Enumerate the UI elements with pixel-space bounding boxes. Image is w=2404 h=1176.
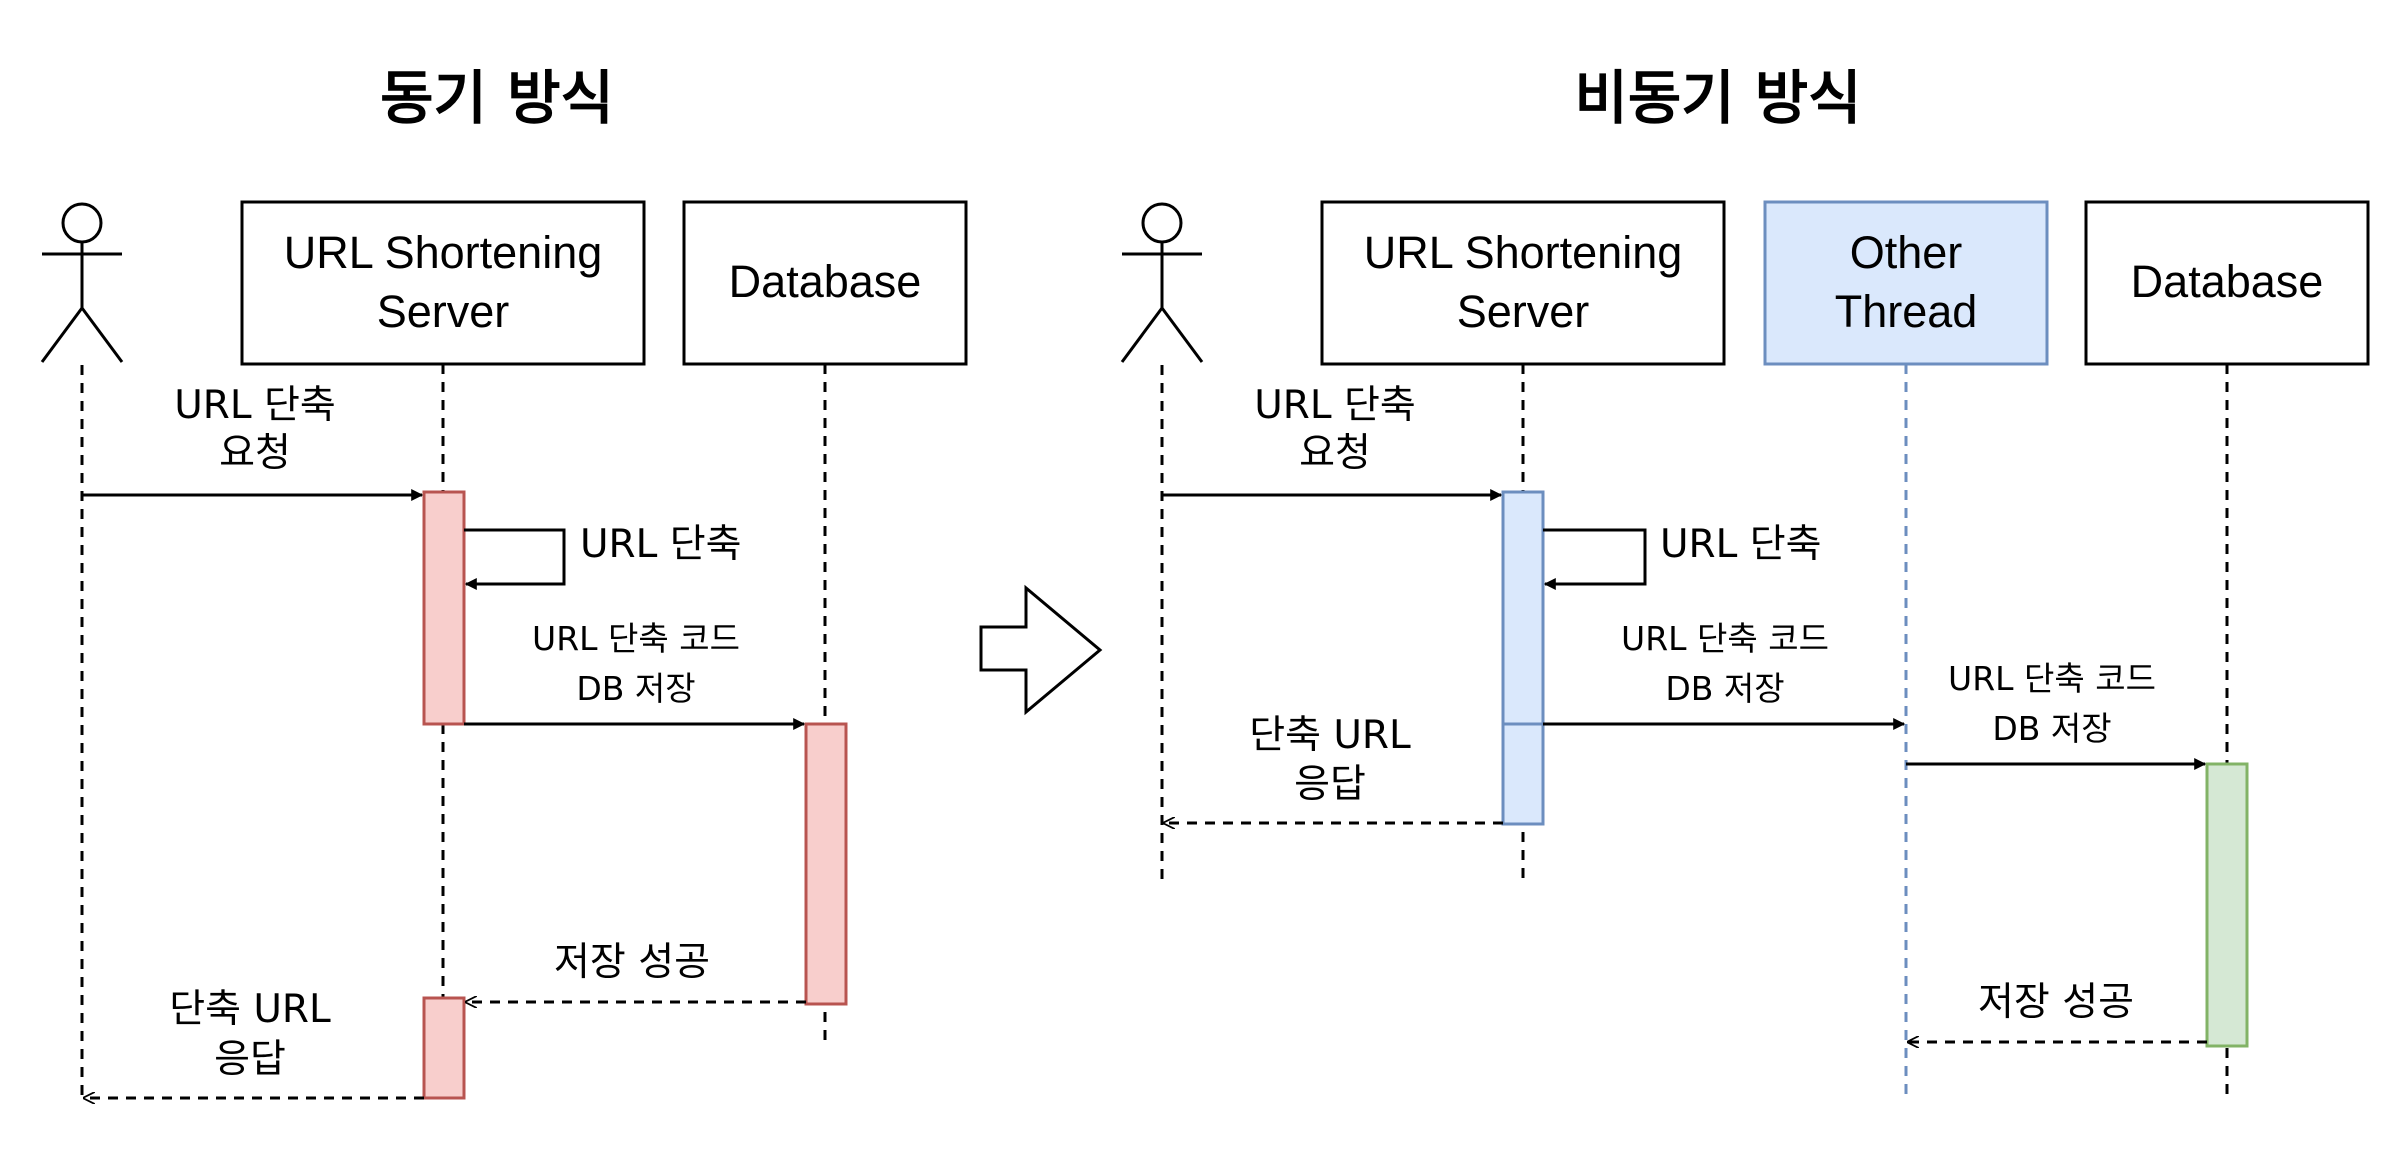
async-db-save-to-thread-label-2: DB 저장	[1665, 669, 1784, 708]
async-save-success-label: 저장 성공	[1978, 980, 2134, 1025]
async-request-label-1: URL 단축	[1254, 383, 1416, 428]
sync-self-shorten-label: URL 단축	[580, 522, 742, 567]
async-request-label-2: 요청	[1299, 431, 1371, 476]
transition-arrow-icon	[979, 584, 1103, 716]
async-actor-icon	[1120, 202, 1204, 363]
sync-db-save-label-2: DB 저장	[576, 669, 695, 708]
async-self-shorten-label: URL 단축	[1660, 522, 1822, 567]
async-db-save-to-db-label-2: DB 저장	[1992, 709, 2111, 748]
async-self-shorten-arrow	[1543, 528, 1647, 590]
sync-server-activation	[422, 490, 466, 726]
async-diagram: 비동기 방식 URL Shortening Server Other Threa…	[1120, 64, 2370, 1100]
sync-save-success-label: 저장 성공	[554, 940, 710, 985]
async-database-label: Database	[2131, 256, 2324, 307]
sync-db-save-label-1: URL 단축 코드	[532, 619, 740, 658]
sync-request-label-2: 요청	[219, 431, 291, 476]
sync-actor-icon	[40, 202, 124, 363]
async-server-label-1: URL Shortening	[1364, 227, 1683, 278]
async-server-label-2: Server	[1457, 286, 1590, 337]
async-server-activation	[1501, 490, 1545, 826]
sync-database-label: Database	[729, 256, 922, 307]
async-response-label-2: 응답	[1294, 762, 1366, 807]
sync-server-label-1: URL Shortening	[284, 227, 603, 278]
sync-diagram: 동기 방식 URL Shortening Server Database	[40, 64, 968, 1100]
sync-server-box: URL Shortening Server	[240, 200, 646, 366]
sync-server-label-2: Server	[377, 286, 510, 337]
async-database-activation	[2205, 762, 2249, 1048]
sync-response-label-1: 단축 URL	[169, 987, 331, 1032]
async-database-box: Database	[2084, 200, 2370, 366]
async-thread-box: Other Thread	[1763, 200, 2049, 366]
sync-database-activation	[804, 722, 848, 1006]
sync-request-label-1: URL 단축	[174, 383, 336, 428]
sync-response-label-2: 응답	[214, 1037, 286, 1082]
sync-self-shorten-arrow	[464, 528, 566, 590]
async-title: 비동기 방식	[1575, 64, 1862, 132]
sync-server-activation-2	[422, 996, 466, 1100]
async-response-label-1: 단축 URL	[1249, 713, 1411, 758]
sync-database-box: Database	[682, 200, 968, 366]
async-db-save-to-thread-label-1: URL 단축 코드	[1621, 619, 1829, 658]
async-thread-label-2: Thread	[1835, 286, 1978, 337]
sync-title: 동기 방식	[380, 64, 614, 132]
async-db-save-to-db-label-1: URL 단축 코드	[1948, 659, 2156, 698]
async-server-box: URL Shortening Server	[1320, 200, 1726, 366]
async-thread-label-1: Other	[1850, 227, 1963, 278]
